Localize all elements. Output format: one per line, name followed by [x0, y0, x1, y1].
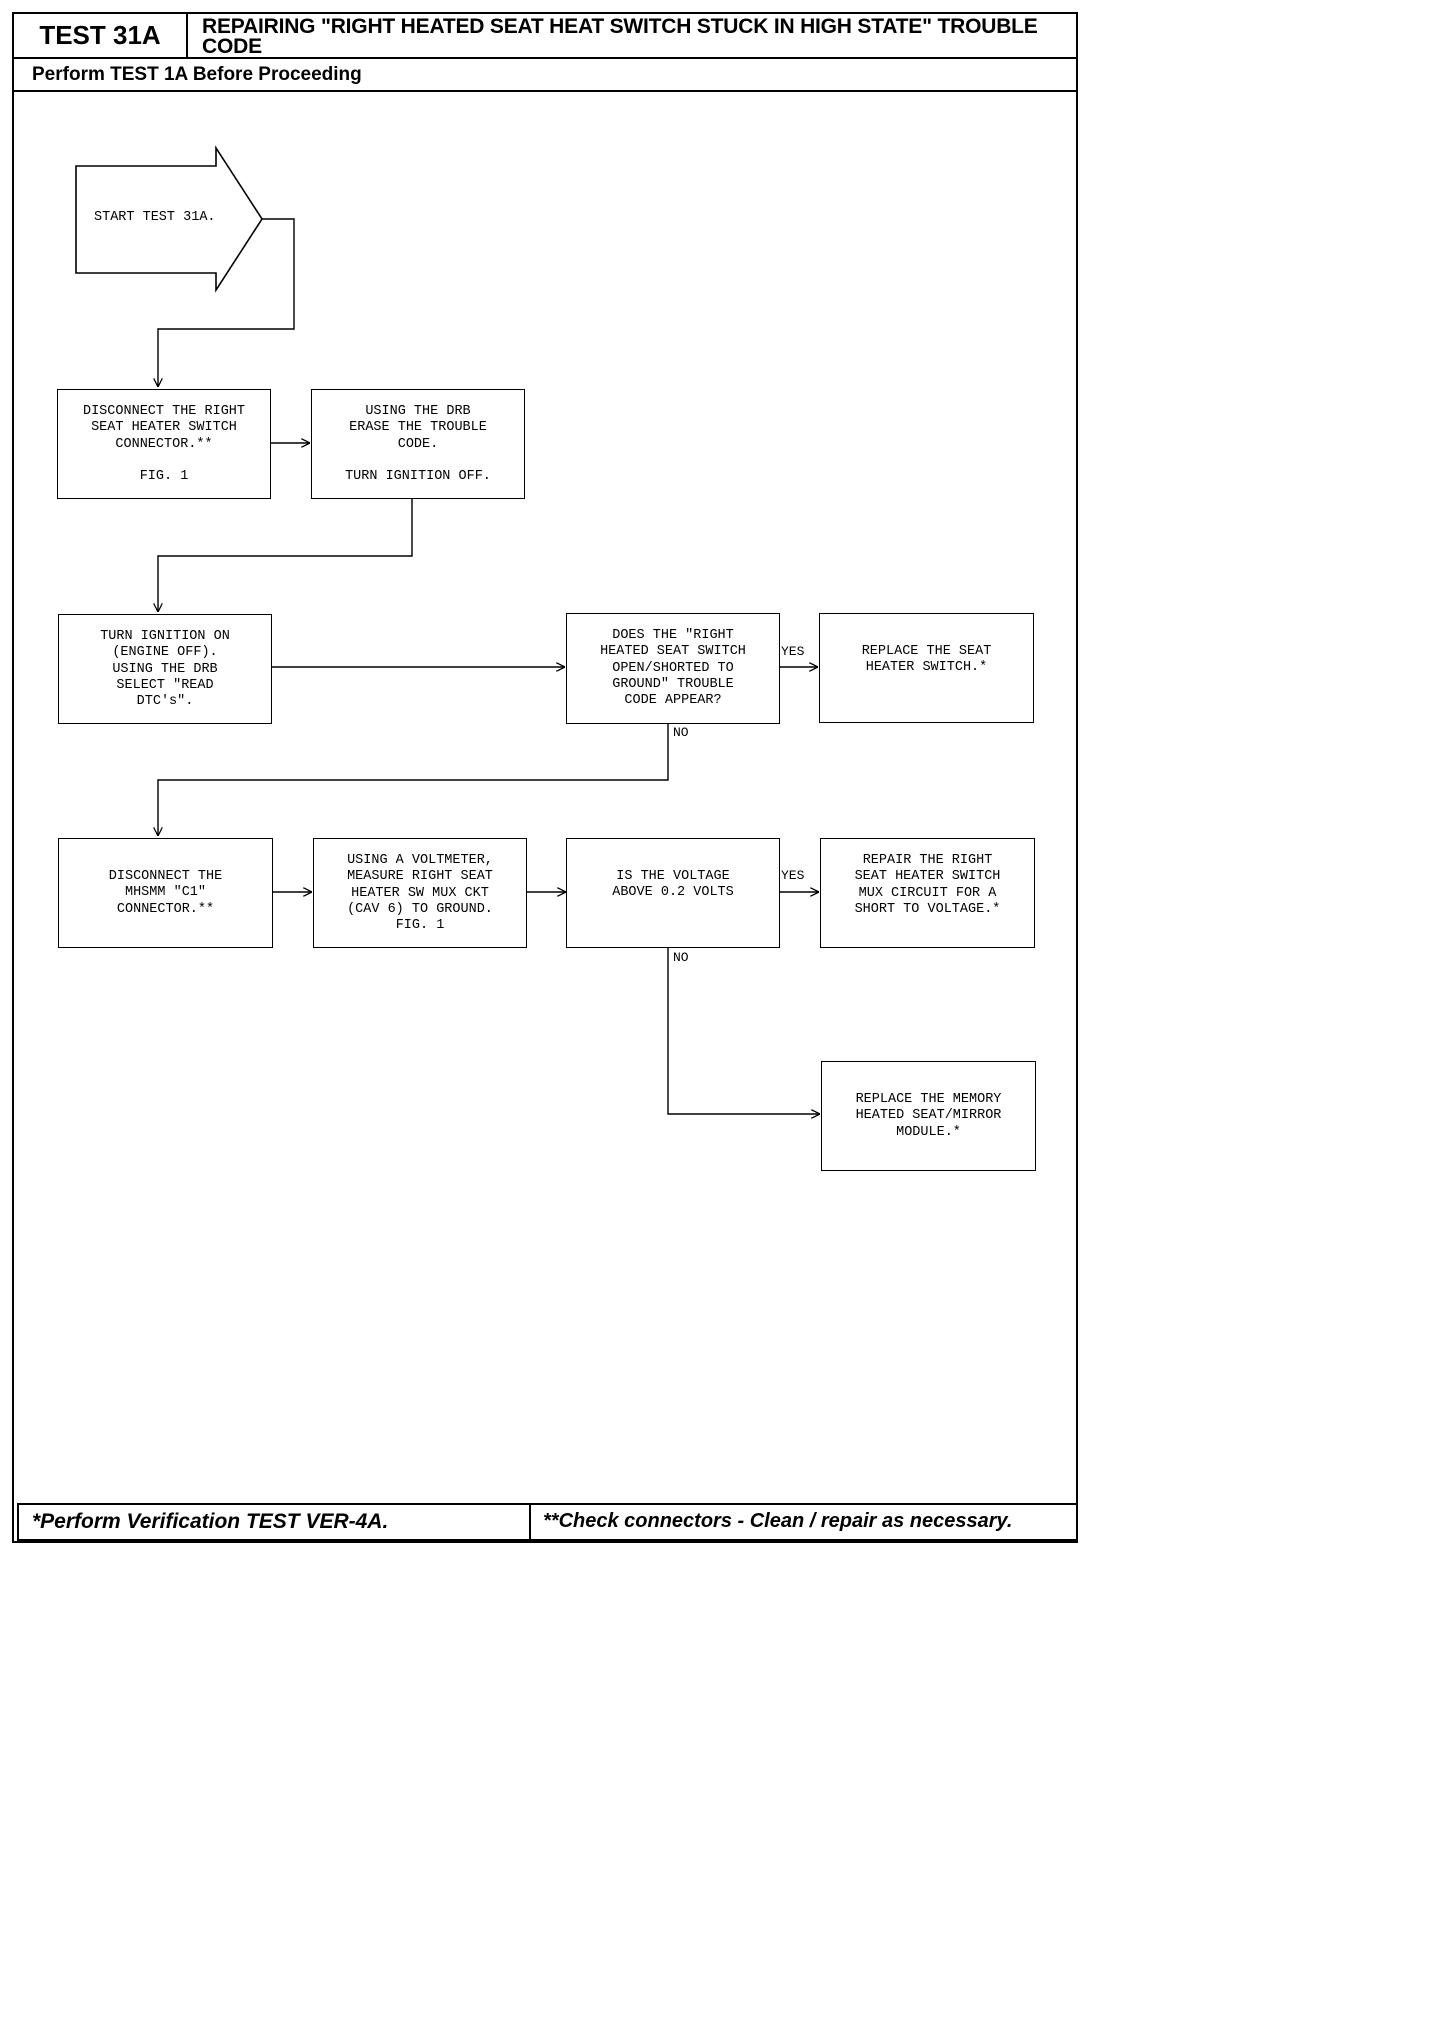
decision-code-appear: DOES THE "RIGHT HEATED SEAT SWITCH OPEN/… [566, 613, 780, 724]
step-erase-code: USING THE DRB ERASE THE TROUBLE CODE. TU… [311, 389, 525, 499]
start-arrow-shape [75, 145, 263, 293]
step-ignition-on: TURN IGNITION ON (ENGINE OFF). USING THE… [58, 614, 272, 724]
connector-question-no [158, 723, 669, 836]
step-disconnect-switch: DISCONNECT THE RIGHT SEAT HEATER SWITCH … [57, 389, 271, 499]
label-no-2: NO [673, 950, 689, 965]
flowchart-connectors [75, 145, 820, 1545]
decision-voltage: IS THE VOLTAGE ABOVE 0.2 VOLTS [566, 838, 780, 948]
prerequisite-note: Perform TEST 1A Before Proceeding [12, 57, 1078, 92]
footer-connector-note: **Check connectors - Clean / repair as n… [529, 1503, 1078, 1541]
connector-voltage-no [667, 947, 820, 1114]
title-line-1: REPAIRING "RIGHT HEATED SEAT HEAT SWITCH… [202, 15, 1038, 38]
label-no-1: NO [673, 725, 689, 740]
step-disconnect-c1: DISCONNECT THE MHSMM "C1" CONNECTOR.** [58, 838, 273, 948]
connector-erase-ignition [158, 498, 413, 612]
footer-verification-note: *Perform Verification TEST VER-4A. [17, 1503, 531, 1541]
connector-start [158, 218, 295, 387]
step-measure-voltage: USING A VOLTMETER, MEASURE RIGHT SEAT HE… [313, 838, 527, 948]
result-replace-module: REPLACE THE MEMORY HEATED SEAT/MIRROR MO… [821, 1061, 1036, 1171]
result-replace-switch: REPLACE THE SEAT HEATER SWITCH.* [819, 613, 1034, 723]
test-page: TEST 31A REPAIRING "RIGHT HEATED SEAT HE… [12, 12, 1078, 1545]
label-yes-2: YES [781, 868, 805, 883]
start-label: START TEST 31A. [94, 210, 216, 225]
label-yes-1: YES [781, 644, 805, 659]
result-repair-circuit: REPAIR THE RIGHT SEAT HEATER SWITCH MUX … [820, 838, 1035, 948]
title-line-2: CODE [202, 35, 262, 58]
